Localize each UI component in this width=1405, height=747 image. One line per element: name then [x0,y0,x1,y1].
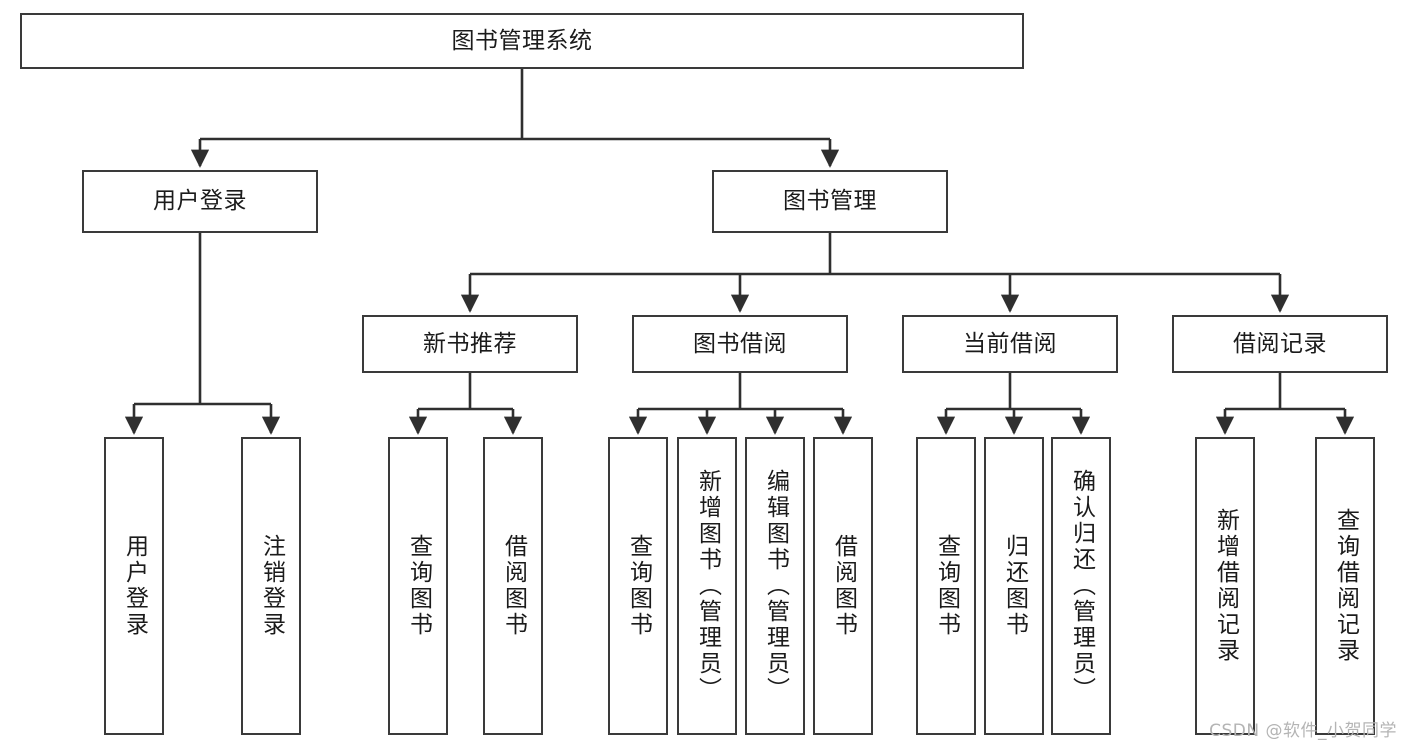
node-leaf-query-book-1-label: 查询图书 [405,534,432,638]
node-leaf-add-book-label: 新增图书（管理员） [694,469,721,703]
node-leaf-edit-book[interactable]: 编辑图书（管理员） [745,437,805,735]
node-leaf-borrow-book-2-label: 借阅图书 [830,534,857,638]
node-leaf-logout-label: 注销登录 [258,534,285,638]
node-leaf-borrow-book-1-label: 借阅图书 [500,534,527,638]
node-leaf-query-record[interactable]: 查询借阅记录 [1315,437,1375,735]
node-leaf-borrow-book-1[interactable]: 借阅图书 [483,437,543,735]
node-leaf-user-login[interactable]: 用户登录 [104,437,164,735]
node-leaf-add-book[interactable]: 新增图书（管理员） [677,437,737,735]
node-leaf-borrow-book-2[interactable]: 借阅图书 [813,437,873,735]
node-leaf-return-book[interactable]: 归还图书 [984,437,1044,735]
node-leaf-add-record-label: 新增借阅记录 [1212,508,1239,664]
node-leaf-confirm-return-label: 确认归还（管理员） [1068,469,1095,703]
node-leaf-query-book-2-label: 查询图书 [625,534,652,638]
node-book-manage[interactable]: 图书管理 [712,170,948,233]
node-current-borrow-label: 当前借阅 [963,330,1057,357]
watermark: CSDN @软件_小贺同学 [1209,721,1397,741]
node-leaf-add-record[interactable]: 新增借阅记录 [1195,437,1255,735]
node-leaf-query-book-3-label: 查询图书 [933,534,960,638]
node-leaf-edit-book-label: 编辑图书（管理员） [762,469,789,703]
node-leaf-logout[interactable]: 注销登录 [241,437,301,735]
node-root-label: 图书管理系统 [451,27,593,54]
node-leaf-query-book-3[interactable]: 查询图书 [916,437,976,735]
node-new-book-rec-label: 新书推荐 [423,330,517,357]
node-book-borrow-label: 图书借阅 [693,330,787,357]
node-new-book-rec[interactable]: 新书推荐 [362,315,578,373]
node-leaf-query-book-2[interactable]: 查询图书 [608,437,668,735]
node-book-manage-label: 图书管理 [783,188,877,215]
node-user-login-label: 用户登录 [153,188,247,215]
node-user-login[interactable]: 用户登录 [82,170,318,233]
node-borrow-record[interactable]: 借阅记录 [1172,315,1388,373]
node-leaf-query-record-label: 查询借阅记录 [1332,508,1359,664]
node-leaf-query-book-1[interactable]: 查询图书 [388,437,448,735]
node-book-borrow[interactable]: 图书借阅 [632,315,848,373]
node-leaf-return-book-label: 归还图书 [1001,534,1028,638]
node-borrow-record-label: 借阅记录 [1233,330,1327,357]
node-root[interactable]: 图书管理系统 [20,13,1024,69]
node-leaf-user-login-label: 用户登录 [121,534,148,638]
node-current-borrow[interactable]: 当前借阅 [902,315,1118,373]
node-leaf-confirm-return[interactable]: 确认归还（管理员） [1051,437,1111,735]
